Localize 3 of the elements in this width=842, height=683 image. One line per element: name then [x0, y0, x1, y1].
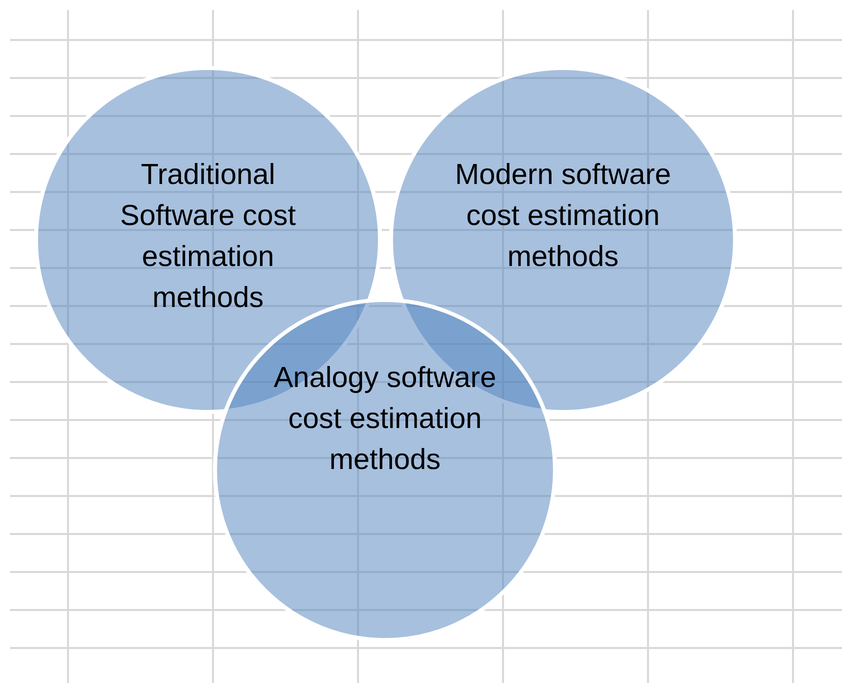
- circle-label: Traditional Software cost estimation methods: [119, 158, 297, 316]
- circle-label: Analogy software cost estimation methods: [272, 361, 498, 478]
- circle-label: Modern software cost estimation methods: [454, 158, 672, 275]
